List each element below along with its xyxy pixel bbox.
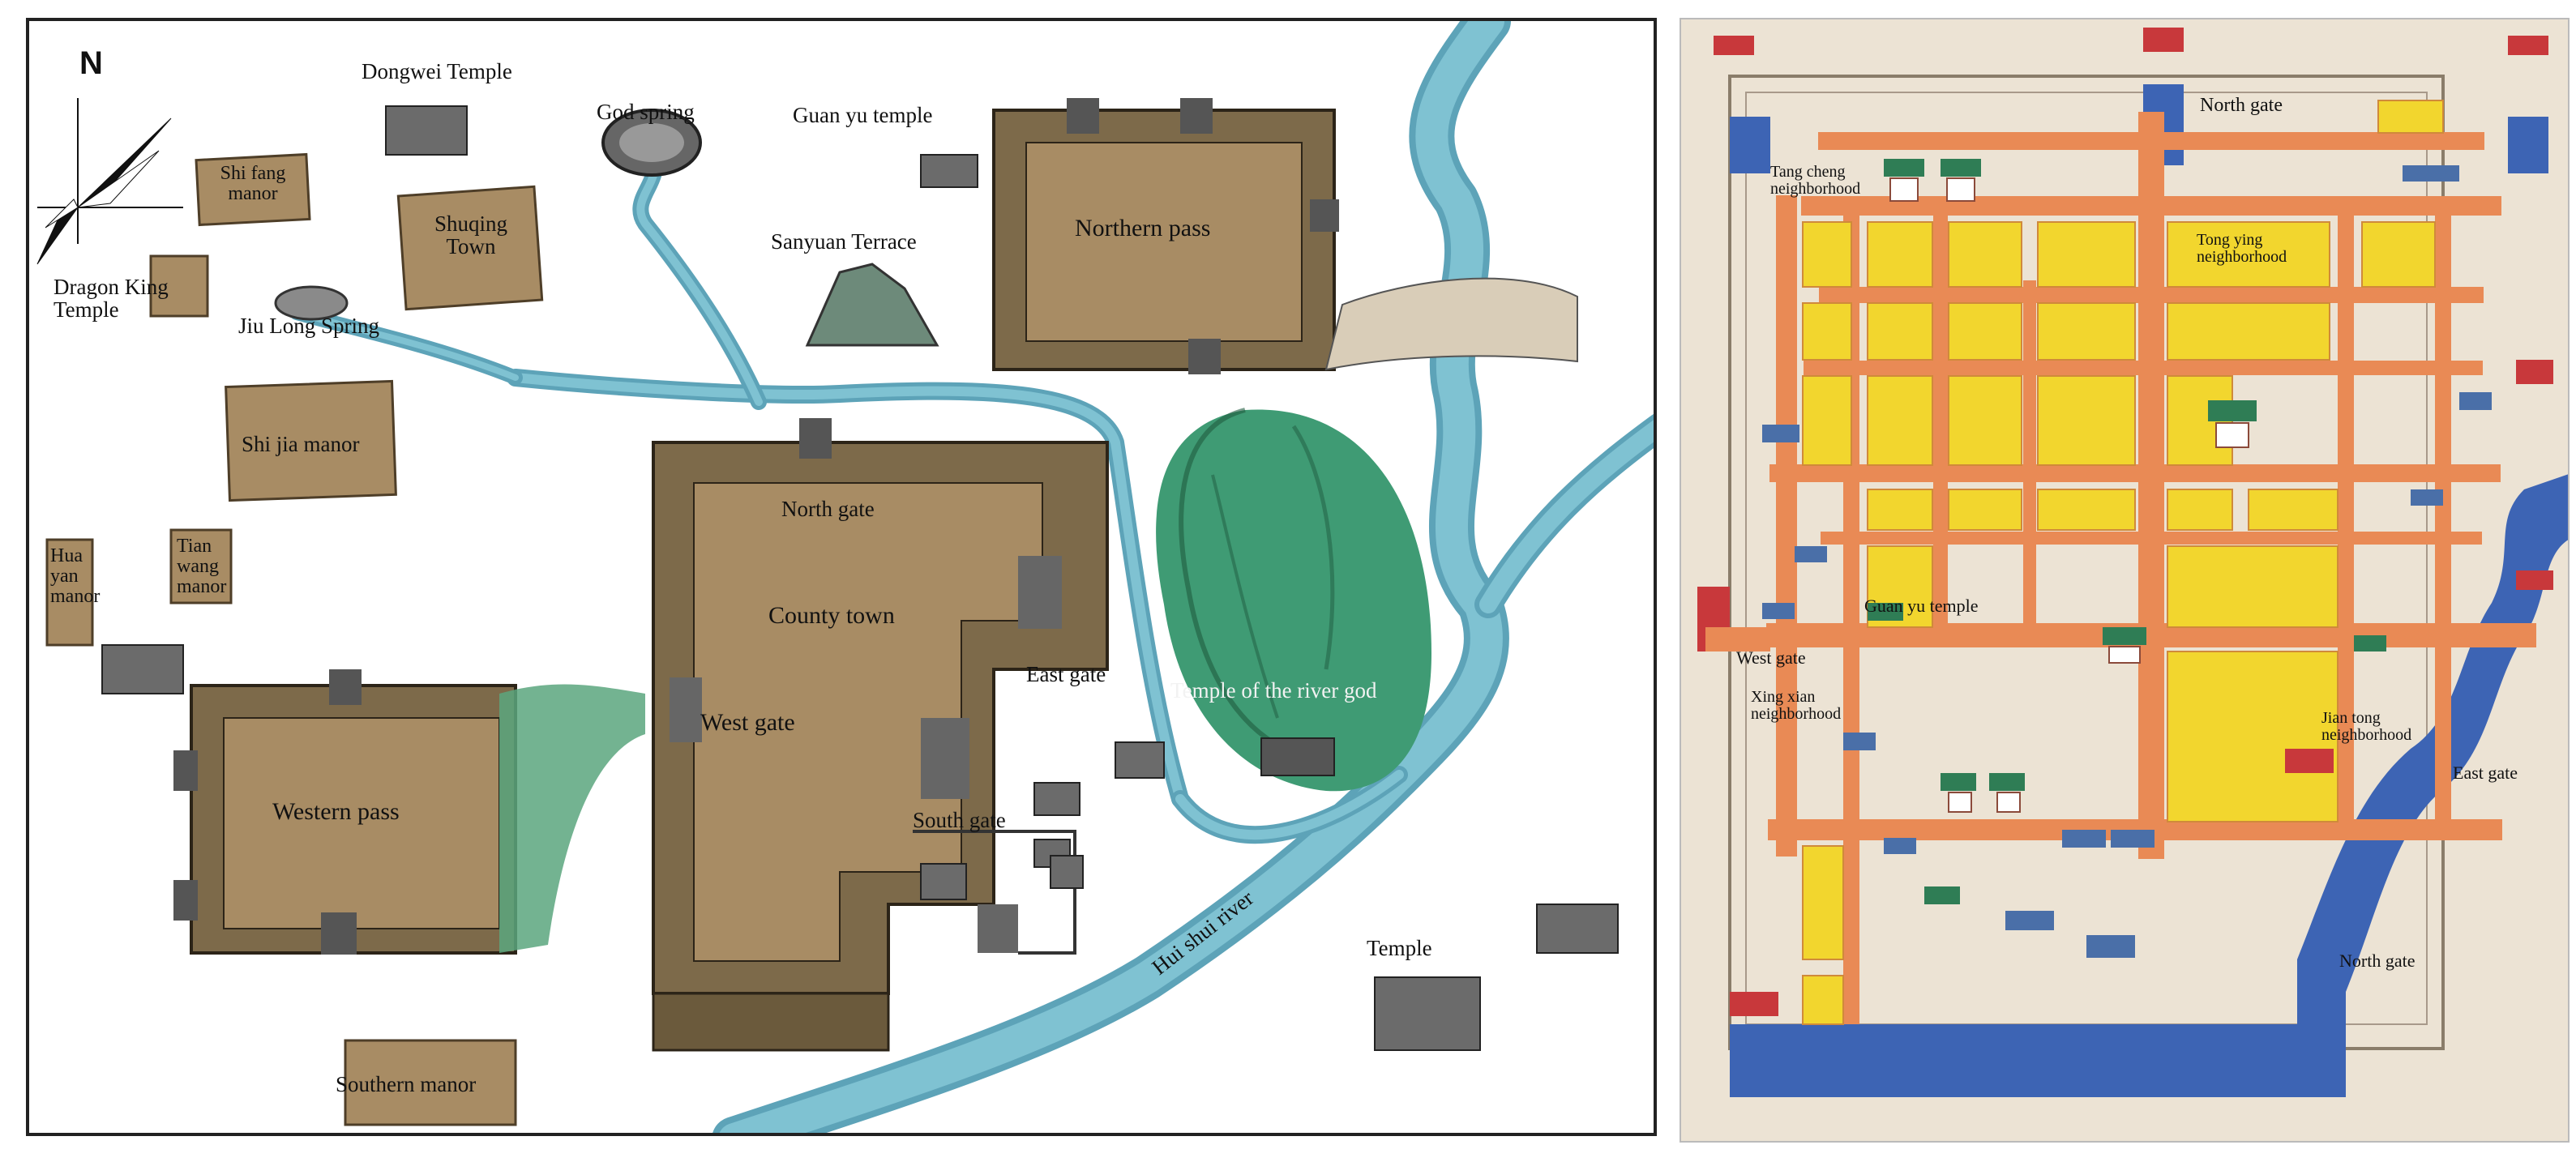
historical-map-panel: North gate Tang cheng neighborhood Tong … bbox=[1680, 18, 2570, 1143]
label-north-gate-top: North gate bbox=[2200, 95, 2283, 116]
hua-yan-manor bbox=[45, 538, 94, 647]
label-sanyuan-terrace: Sanyuan Terrace bbox=[771, 229, 917, 254]
hui-shui-river bbox=[289, 21, 1654, 1133]
label-north-gate: North gate bbox=[781, 497, 875, 521]
label-east-gate-right: East gate bbox=[2453, 763, 2518, 783]
label-shuqing-town: Shuqing Town bbox=[434, 211, 508, 259]
western-pass bbox=[173, 669, 645, 955]
historical-map-drawing bbox=[1697, 28, 2568, 1097]
label-temple-of-the-river-god: Temple of the river god bbox=[1170, 678, 1377, 703]
label-xing-xian-neighborhood: Xing xian neighborhood bbox=[1751, 688, 1842, 723]
county-town bbox=[652, 418, 1109, 1052]
jiu-long-spring bbox=[274, 285, 349, 321]
label-southern-manor: Southern manor bbox=[336, 1072, 477, 1096]
northern-pass bbox=[992, 98, 1578, 374]
label-west-gate: West gate bbox=[700, 709, 795, 736]
label-dragon-king-temple: Dragon King Temple bbox=[53, 275, 169, 323]
label-hua-yan-manor: Hua yan manor bbox=[50, 545, 101, 608]
god-spring bbox=[601, 109, 702, 177]
temple-buildings bbox=[101, 105, 1619, 1051]
label-west-gate-right: West gate bbox=[1736, 647, 1806, 668]
roads bbox=[1766, 112, 2536, 1024]
compass-rose-icon bbox=[36, 98, 183, 265]
dragon-king-temple bbox=[149, 254, 209, 318]
label-northern-pass: Northern pass bbox=[1075, 215, 1211, 241]
label-shi-fang-manor: Shi fang manor bbox=[220, 163, 286, 205]
label-shi-jia-manor: Shi jia manor bbox=[242, 432, 360, 456]
label-tang-cheng-neighborhood: Tang cheng neighborhood bbox=[1770, 163, 1861, 198]
tian-wang-manor bbox=[169, 528, 233, 604]
label-god-spring: God spring bbox=[597, 100, 695, 124]
schematic-map-panel: N Dongwei Temple God spring Guan yu temp… bbox=[26, 18, 1657, 1136]
label-tong-ying-neighborhood: Tong ying neighborhood bbox=[2197, 231, 2287, 266]
label-county-town: County town bbox=[768, 602, 895, 629]
southern-manor bbox=[344, 1039, 517, 1126]
label-tian-wang-manor: Tian wang manor bbox=[177, 536, 227, 598]
city-blocks bbox=[1802, 100, 2444, 1025]
label-western-pass: Western pass bbox=[272, 798, 400, 825]
schematic-map-drawing bbox=[36, 21, 1654, 1133]
label-jian-tong-neighborhood: Jian tong neighborhood bbox=[2321, 709, 2412, 744]
shi-fang-manor bbox=[195, 152, 311, 227]
label-guan-yu-temple-right: Guan yu temple bbox=[1864, 596, 1979, 616]
label-east-gate: East gate bbox=[1026, 662, 1106, 686]
label-north-gate-bottom: North gate bbox=[2339, 951, 2416, 971]
label-guan-yu-temple: Guan yu temple bbox=[793, 103, 933, 127]
label-dongwei-temple: Dongwei Temple bbox=[362, 59, 512, 83]
shuqing-town bbox=[396, 185, 544, 311]
shi-jia-manor bbox=[225, 379, 397, 502]
label-temple: Temple bbox=[1367, 936, 1432, 960]
label-jiu-long-spring: Jiu Long Spring bbox=[238, 314, 380, 338]
sanyuan-terrace bbox=[805, 263, 939, 347]
north-arrow-label: N bbox=[79, 45, 103, 81]
gate-towers bbox=[1697, 28, 2553, 1016]
label-south-gate: South gate bbox=[913, 808, 1006, 832]
roofed-buildings bbox=[1762, 159, 2492, 958]
river-god-hill bbox=[1156, 408, 1431, 792]
